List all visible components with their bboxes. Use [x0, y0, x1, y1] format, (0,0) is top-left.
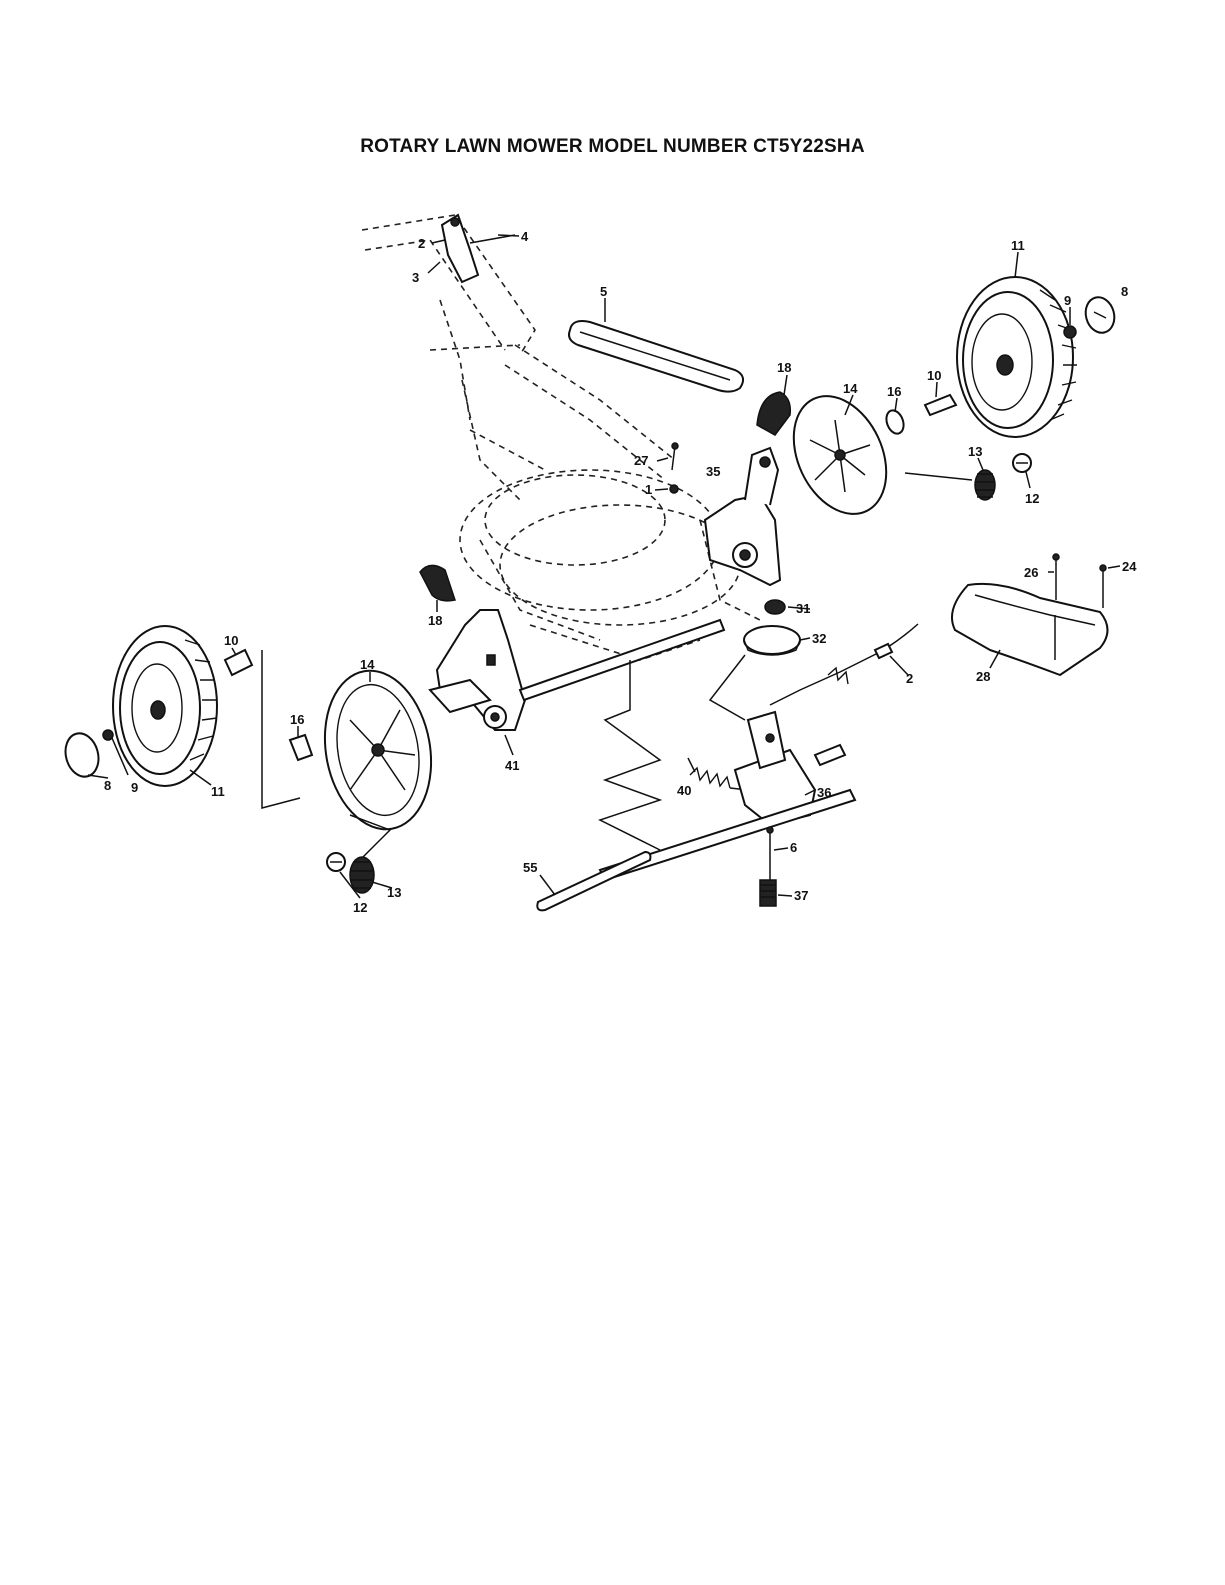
rear-shield-28 [952, 584, 1108, 675]
right-gear-13 [975, 470, 995, 500]
callout-27: 27 [634, 453, 648, 468]
bolt-27 [672, 443, 678, 470]
spring-37 [760, 880, 776, 906]
callout-16-left-washer: 16 [290, 712, 304, 727]
callout-5-belt: 5 [600, 284, 607, 299]
left-gear-13 [350, 857, 374, 893]
callout-6-shaft: 6 [790, 840, 797, 855]
callout-12-right-retainer: 12 [1025, 491, 1039, 506]
callout-55-rod: 55 [523, 860, 537, 875]
left-washer-16 [290, 735, 312, 760]
left-retainer-12 [327, 853, 345, 871]
drive-shaft-6 [767, 827, 773, 880]
drive-belt [569, 321, 743, 392]
left-wheel-cover [313, 662, 443, 838]
left-bushing-10 [225, 650, 252, 675]
callout-18-left-knob: 18 [428, 613, 442, 628]
right-adjuster-knob [757, 392, 790, 435]
right-gear-leader [905, 473, 972, 480]
callout-37-spring: 37 [794, 888, 808, 903]
left-height-adjuster-bracket [430, 610, 525, 730]
callout-8-left-hubcap: 8 [104, 778, 111, 793]
shield-bolt-24 [1100, 565, 1106, 608]
right-washer-16 [883, 408, 906, 436]
callout-32-pulley: 32 [812, 631, 826, 646]
left-bushing-leader [262, 650, 300, 808]
callout-10-right-bushing: 10 [927, 368, 941, 383]
drive-pulley-32 [744, 626, 800, 655]
callout-1: 1 [645, 482, 652, 497]
callout-28-shield: 28 [976, 669, 990, 684]
callout-18-right-knob: 18 [777, 360, 791, 375]
pulley-leader [710, 655, 745, 720]
axle-rod-55 [537, 852, 650, 910]
nut-1 [670, 485, 678, 493]
left-adjuster-knob [420, 565, 455, 600]
callout-3: 3 [412, 270, 419, 285]
left-hubcap-8 [61, 730, 103, 781]
right-wheel-cover [776, 381, 905, 529]
callout-11-right-wheel: 11 [1011, 238, 1025, 253]
callout-13-left-gear: 13 [387, 885, 401, 900]
callout-10-left-bushing: 10 [224, 633, 238, 648]
callout-9-right-nut: 9 [1064, 293, 1071, 308]
callout-24-bolt: 24 [1122, 559, 1137, 574]
right-rear-wheel [957, 277, 1077, 437]
callout-13-right-gear: 13 [968, 444, 982, 459]
right-hubcap-8 [1082, 294, 1118, 336]
callout-40-spring: 40 [677, 783, 691, 798]
right-retainer-12 [1013, 454, 1031, 472]
right-hub-nut-9 [1064, 326, 1076, 338]
left-rear-wheel [113, 626, 217, 786]
callout-26-bolt: 26 [1024, 565, 1038, 580]
callout-2-lever: 2 [418, 236, 425, 251]
callout-8-right-hubcap: 8 [1121, 284, 1128, 299]
callout-14-right-cover: 14 [843, 381, 858, 396]
callout-4: 4 [521, 229, 529, 244]
callout-9-left-nut: 9 [131, 780, 138, 795]
callout-31-pulley-nut: 31 [796, 601, 810, 616]
callout-11-left-wheel: 11 [211, 784, 225, 799]
pulley-nut-31 [765, 600, 785, 614]
callout-36-transmission: 36 [817, 785, 831, 800]
rear-axle [520, 620, 724, 700]
drive-axle-leader [600, 660, 660, 850]
shield-bolt-26 [1053, 554, 1059, 600]
callout-35-right-bracket: 35 [706, 464, 720, 479]
callout-14-left-cover: 14 [360, 657, 375, 672]
right-bushing-10 [925, 395, 956, 415]
callout-12-left-retainer: 12 [353, 900, 367, 915]
callout-16-right-washer: 16 [887, 384, 901, 399]
callout-41-left-bracket: 41 [505, 758, 519, 773]
callout-2-cable: 2 [906, 671, 913, 686]
